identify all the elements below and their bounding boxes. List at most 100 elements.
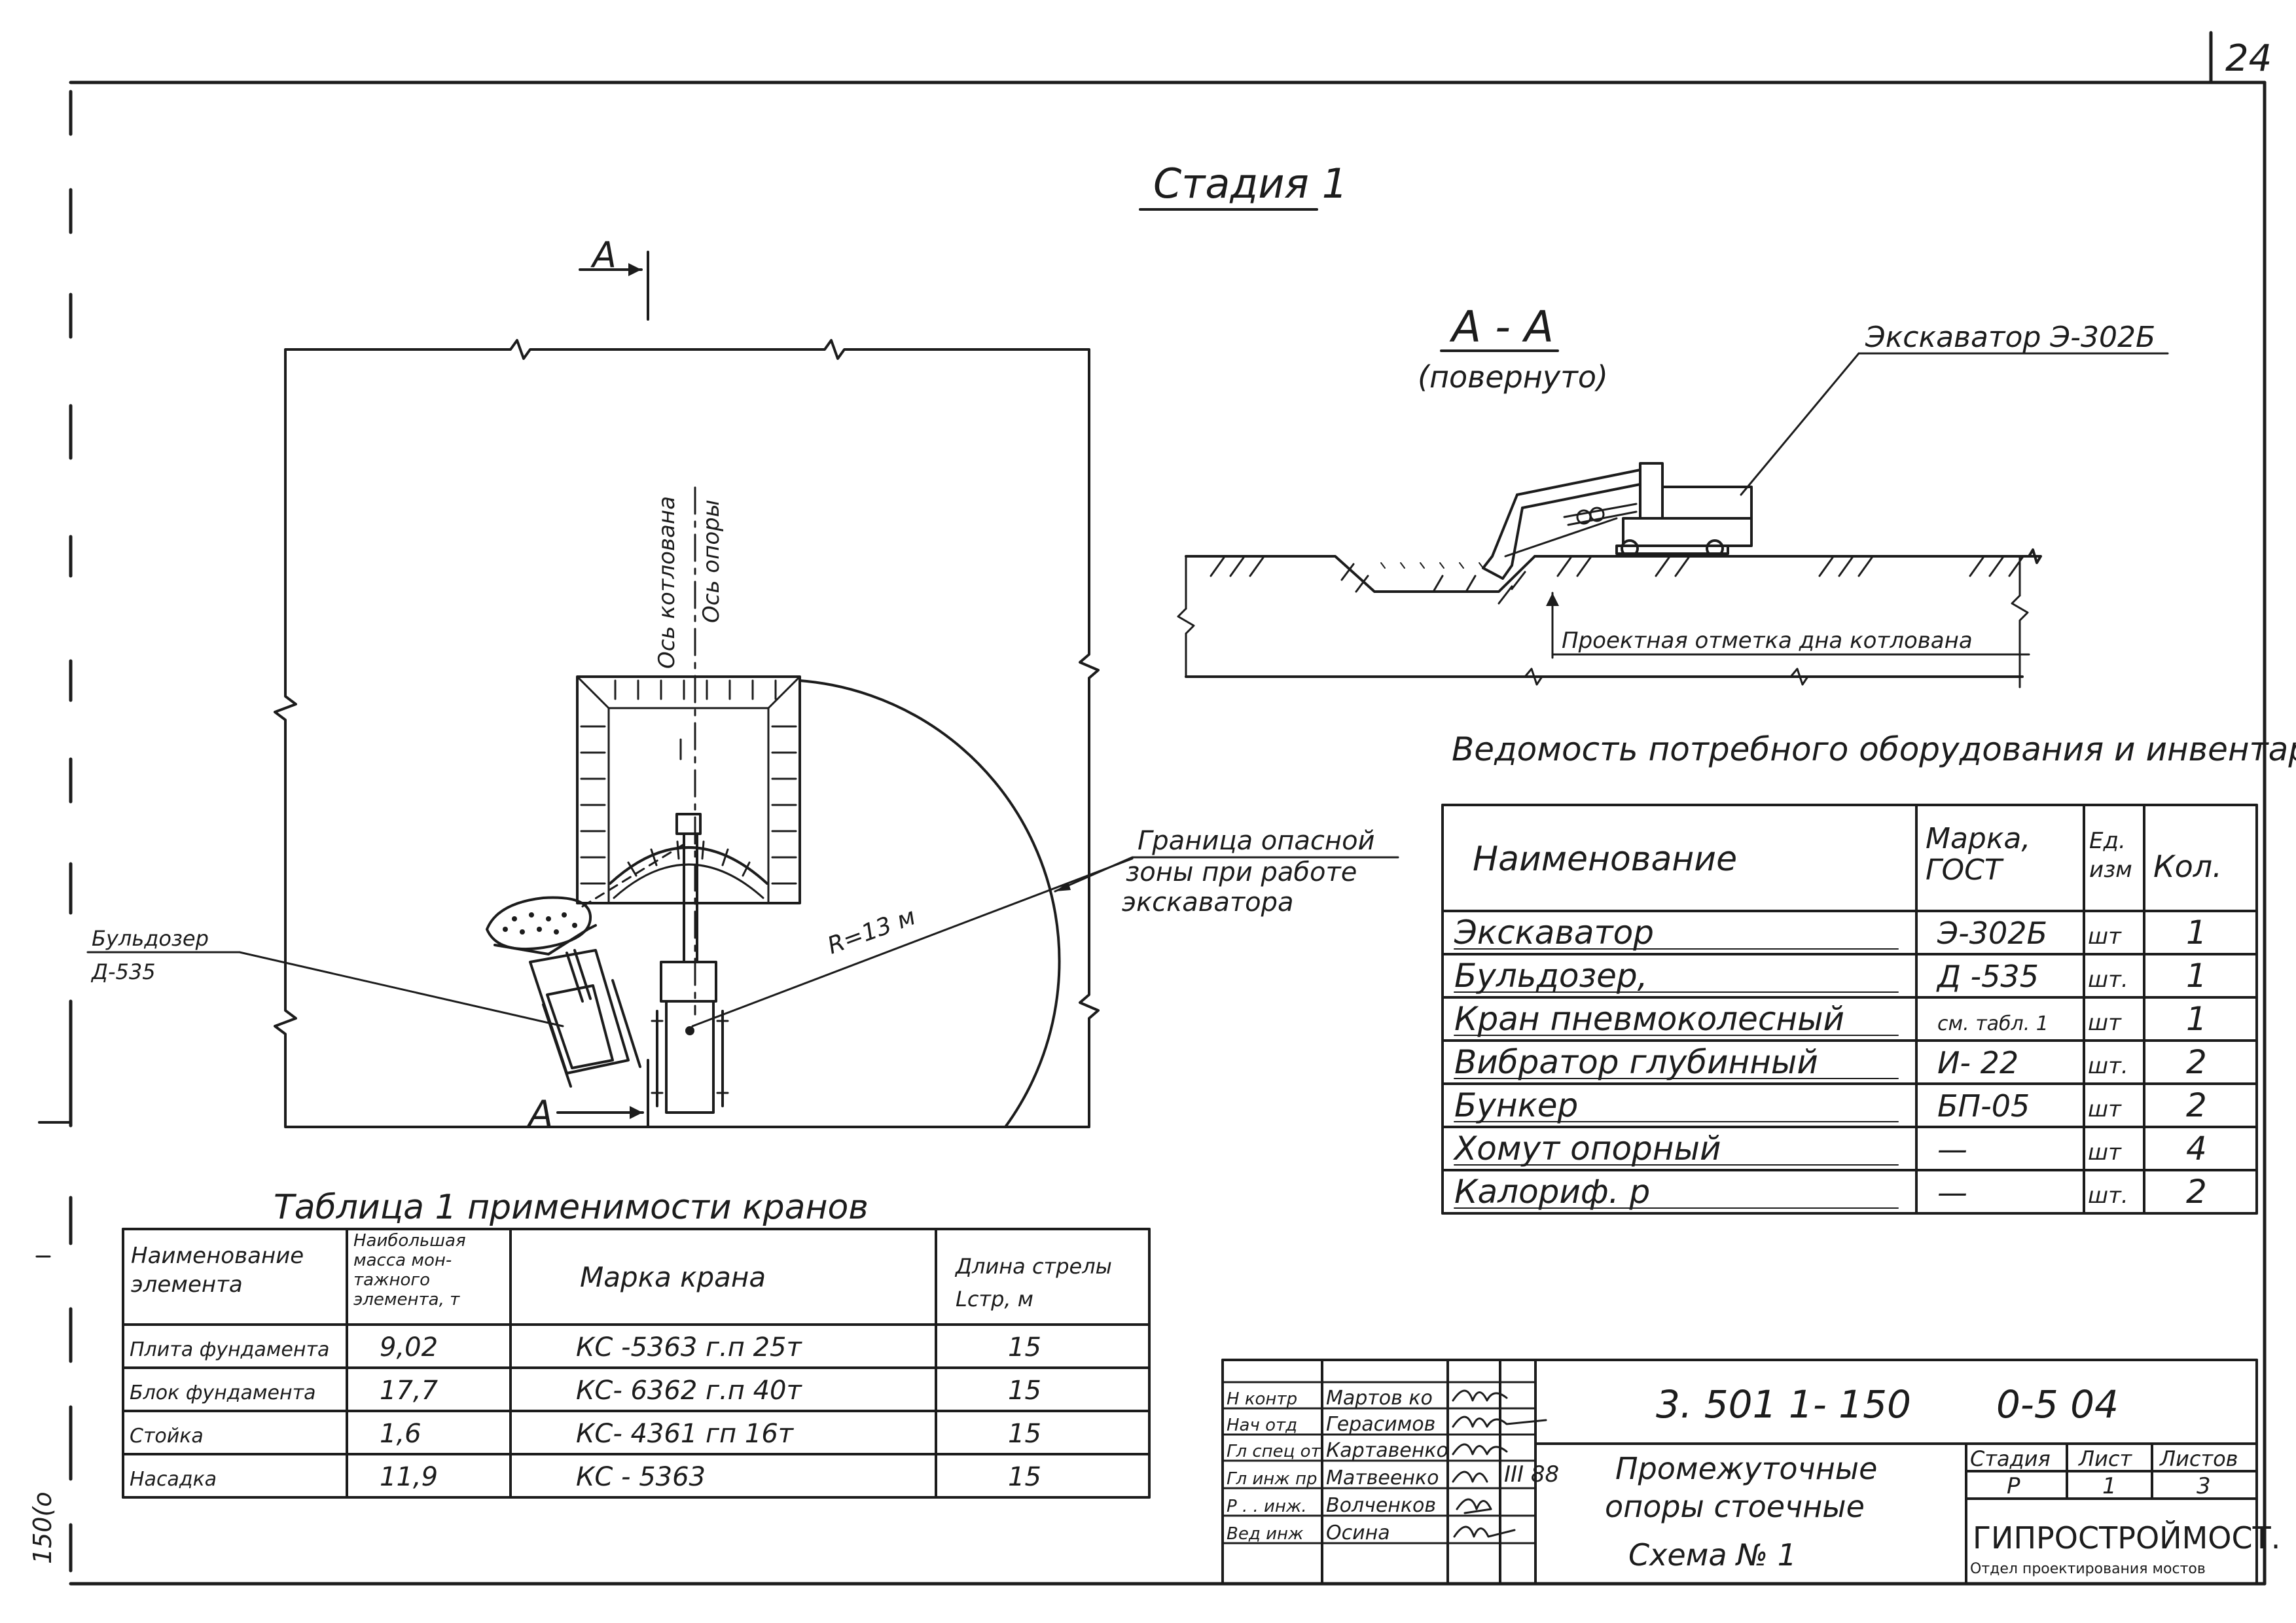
equipment-cell: БП-05 [1937,1088,2030,1124]
equipment-cell: Кран пневмоколесный [1454,1000,1844,1038]
equipment-cell: Бункер [1454,1086,1578,1124]
title-block-role: Р . . инж. [1227,1497,1307,1516]
title-block-name: Волченков [1326,1494,1436,1517]
title-line-2: опоры стоечные [1605,1489,1865,1524]
crane-cell: КС -5363 г.п 25т [576,1332,802,1363]
section-mark-bottom: А [527,1093,553,1134]
crane-header-cell: элемента [131,1272,243,1298]
crane-cell: 11,9 [380,1462,438,1492]
equipment-table: Наименование Марка,ГОСТ Ед. изм Кол. Экскават… [1441,804,2258,1215]
crane-cell: Блок фундамента [130,1382,315,1404]
axis-pit-label: Ось котлована [654,496,680,669]
stage-value: Р [2007,1473,2020,1499]
equipment-cell: шт [2088,1139,2122,1166]
equipment-header-gost: ГОСТ [1926,853,2004,887]
crane-header-cell: масса мон- [353,1251,452,1270]
equipment-cell: 1 [2186,957,2207,995]
equipment-cell: 2 [2186,1173,2207,1211]
crane-cell: 15 [1008,1462,1041,1492]
crane-table-title: Таблица 1 применимости кранов [274,1188,869,1227]
sheet-frame [35,31,2267,1586]
equipment-cell: 1 [2186,1000,2207,1038]
document-code: 3. 501 1- 150 [1656,1382,1911,1427]
sheets-header: Листов [2159,1446,2238,1471]
crane-header-cell: элемента, т [353,1290,460,1310]
equipment-cell: Калориф. р [1454,1173,1650,1211]
bulldozer-label-2: Д-535 [90,959,156,984]
crane-cell: 17,7 [380,1376,439,1406]
bottom-mark-label: Проектная отметка дна котлована [1562,628,1973,654]
crane-header-cell: Наибольшая [353,1231,466,1251]
bulldozer-plan [486,896,641,1088]
title-block-role: Н контр [1227,1389,1297,1409]
bulldozer-label-1: Бульдозер [92,926,209,951]
axis-support-label: Ось опоры [698,499,725,623]
crane-header-cell: Lстр, м [956,1287,1033,1311]
crane-cell: 1,6 [380,1419,422,1449]
title-block-name: Мартов ко [1326,1387,1433,1410]
danger-zone-label-1: Граница опасной [1138,826,1375,856]
sheets-value: 3 [2197,1473,2211,1499]
crane-cell: КС- 4361 гп 16т [576,1419,795,1449]
title-block-name: Осина [1326,1522,1390,1544]
crane-cell: 15 [1008,1376,1041,1406]
crane-header-cell: Марка крана [580,1261,766,1293]
margin-note: 150(о [28,1491,57,1564]
equipment-cell: шт. [2088,967,2128,993]
stage-title: Стадия 1 [1153,160,1348,207]
site-boundary [274,339,1100,1128]
section-title: А - А [1449,302,1554,352]
sheet-number: 24 [2225,37,2272,80]
crane-cell: 15 [1008,1419,1041,1449]
excavator-side [1482,462,1753,580]
equipment-header-unit-2: изм [2089,857,2132,883]
equipment-cell: Бульдозер, [1454,957,1647,995]
equipment-cell: 4 [2186,1130,2207,1168]
equipment-cell: 2 [2186,1043,2207,1081]
equipment-cell: шт [2088,1010,2122,1036]
title-line-3: Схема № 1 [1628,1537,1797,1573]
equipment-cell: И- 22 [1937,1045,2018,1080]
excavator-label: Экскаватор Э-302Б [1865,321,2155,354]
equipment-cell: Экскаватор [1454,914,1654,952]
equipment-cell: шт. [2088,1183,2128,1209]
equipment-cell: Д -535 [1936,959,2039,994]
equipment-header-qty: Кол. [2153,849,2222,884]
signatures [1452,1389,1547,1538]
title-line-1: Промежуточные [1615,1451,1877,1486]
equipment-cell: шт [2088,923,2122,950]
title-block-name: Герасимов [1326,1413,1435,1436]
title-block-role: Нач отд [1227,1416,1297,1435]
crane-cell: 9,02 [380,1332,438,1363]
crane-cell: 15 [1008,1332,1041,1363]
danger-zone-arc [798,679,1061,1128]
crane-header-cell: Наименование [131,1243,304,1269]
equipment-cell: Хомут опорный [1452,1130,1721,1168]
radius-label: R=13 м [824,903,919,959]
equipment-cell: 2 [2186,1086,2207,1124]
org-department: Отдел проектирования мостов [1970,1561,2206,1577]
danger-zone-label-2: зоны при работе [1126,857,1357,887]
document-suffix: 0-5 04 [1996,1382,2119,1427]
equipment-header-mark: Марка, [1926,822,2030,855]
equipment-header-name: Наименование [1473,840,1737,879]
crane-header-cell: тажного [353,1270,430,1290]
excavator-plan [651,813,729,1114]
stage-header: Стадия [1970,1446,2051,1471]
plan-view: А А Ось котлована Ось опоры [86,234,1399,1134]
equipment-cell: Э-302Б [1937,916,2047,951]
equipment-cell: шт [2088,1096,2122,1122]
title-block-role: Вед инж [1227,1524,1304,1544]
sheet-header: Лист [2078,1446,2132,1471]
equipment-header-unit: Ед. [2089,828,2126,854]
crane-cell: Насадка [130,1468,217,1491]
equipment-cell: шт. [2088,1053,2128,1079]
title-block-role: Гл инж пр [1227,1469,1317,1489]
danger-zone-label-3: экскаватора [1122,887,1294,918]
pit [576,675,801,904]
crane-cell: Стойка [130,1425,204,1448]
equipment-table-title: Ведомость потребного оборудования и инве… [1452,730,2296,768]
